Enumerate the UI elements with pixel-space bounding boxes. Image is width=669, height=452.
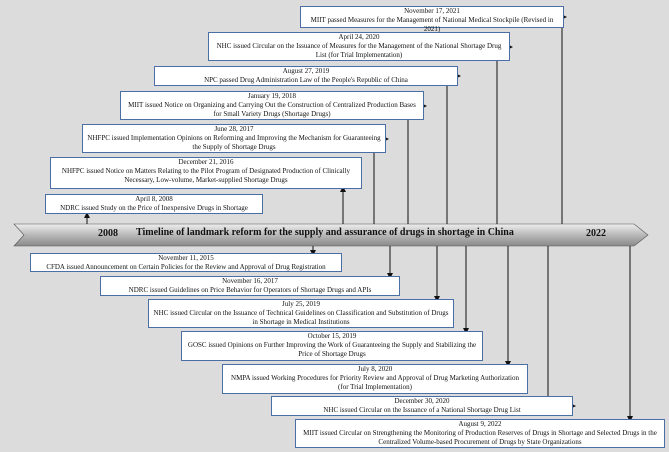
event-box-2017-06-28: June 28, 2017 NHFPC issued Implementatio… [82,124,386,153]
event-date: December 30, 2020 [394,397,450,405]
event-text: NHC issued Circular on the Issuance of a… [323,406,521,414]
event-date: August 27, 2019 [282,67,330,75]
arrow-2021-11-17 [561,14,567,224]
event-box-2019-10-15: October 15, 2019 GOSC issued Opinions on… [181,331,483,361]
event-box-2019-08-27: August 27, 2019 NPC passed Drug Administ… [154,66,458,86]
event-date: April 24, 2020 [338,33,380,41]
event-date: July 8, 2020 [357,365,393,373]
timeline-title: Timeline of landmark reform for the supp… [136,227,514,238]
event-text: NPC passed Drug Administration Law of th… [204,76,408,84]
event-box-2021-11-17: November 17, 2021 MIIT passed Measures f… [300,6,564,33]
event-box-2018-01-19: January 19, 2018 MIIT issued Notice on O… [120,91,424,120]
event-date: July 25, 2019 [282,300,320,308]
event-box-2019-07-25: July 25, 2019 NHC issued Circular on the… [148,299,454,328]
event-date: June 28, 2017 [214,125,254,133]
start-year-label: 2008 [98,228,118,239]
event-date: January 19, 2018 [247,92,297,100]
arrow-2019-08-27 [446,73,461,224]
event-text: CFDA issued Announcement on Certain Poli… [46,263,326,271]
event-box-2015-11-11: November 11, 2015 CFDA issued Announceme… [30,253,342,272]
event-text: MIIT issued Circular on Strengthening th… [303,429,657,446]
event-date: October 15, 2019 [307,332,357,340]
event-box-2022-08-09: August 9, 2022 MIIT issued Circular on S… [295,419,665,448]
event-box-2020-04-24: April 24, 2020 NHC issued Circular on th… [208,32,510,61]
event-date: November 11, 2015 [158,254,214,262]
event-text: NHC issued Circular on the Issuance of T… [153,309,449,326]
end-year-label: 2022 [586,228,606,239]
arrow-2020-12-30 [547,246,576,409]
arrow-2020-04-24 [496,44,513,224]
event-box-2016-12-21: December 21, 2016 NHFPC issued Notice on… [50,157,362,189]
event-text: NHFPC issued Notice on Matters Relating … [61,167,351,184]
event-date: December 21, 2016 [178,158,234,166]
event-text: NHC issued Circular on the Issuance of M… [216,42,502,59]
event-text: MIIT issued Notice on Organizing and Car… [128,101,416,118]
event-date: April 8, 2008 [135,195,173,203]
event-date: November 17, 2021 [404,7,460,15]
timeline-banner [13,223,649,247]
event-text: NMPA issued Working Procedures for Prior… [231,374,519,391]
event-text: NDRC issued Study on the Price of Inexpe… [60,204,248,212]
event-box-2020-07-08: July 8, 2020 NMPA issued Working Procedu… [222,364,528,394]
event-text: NHFPC issued Implementation Opinions on … [87,134,381,151]
event-date: November 16, 2017 [222,277,278,285]
arrow-2018-01-19 [407,103,427,224]
event-text: GOSC issued Opinions on Further Improvin… [187,341,477,358]
event-box-2008-04-08: April 8, 2008 NDRC issued Study on the P… [45,194,263,214]
event-date: August 9, 2022 [458,420,502,428]
event-box-2017-11-16: November 16, 2017 NDRC issued Guidelines… [100,276,400,296]
event-text: NDRC issued Guidelines on Price Behavior… [128,286,372,294]
event-text: MIIT passed Measures for the Management … [310,16,554,33]
event-box-2020-12-30: December 30, 2020 NHC issued Circular on… [271,396,573,416]
